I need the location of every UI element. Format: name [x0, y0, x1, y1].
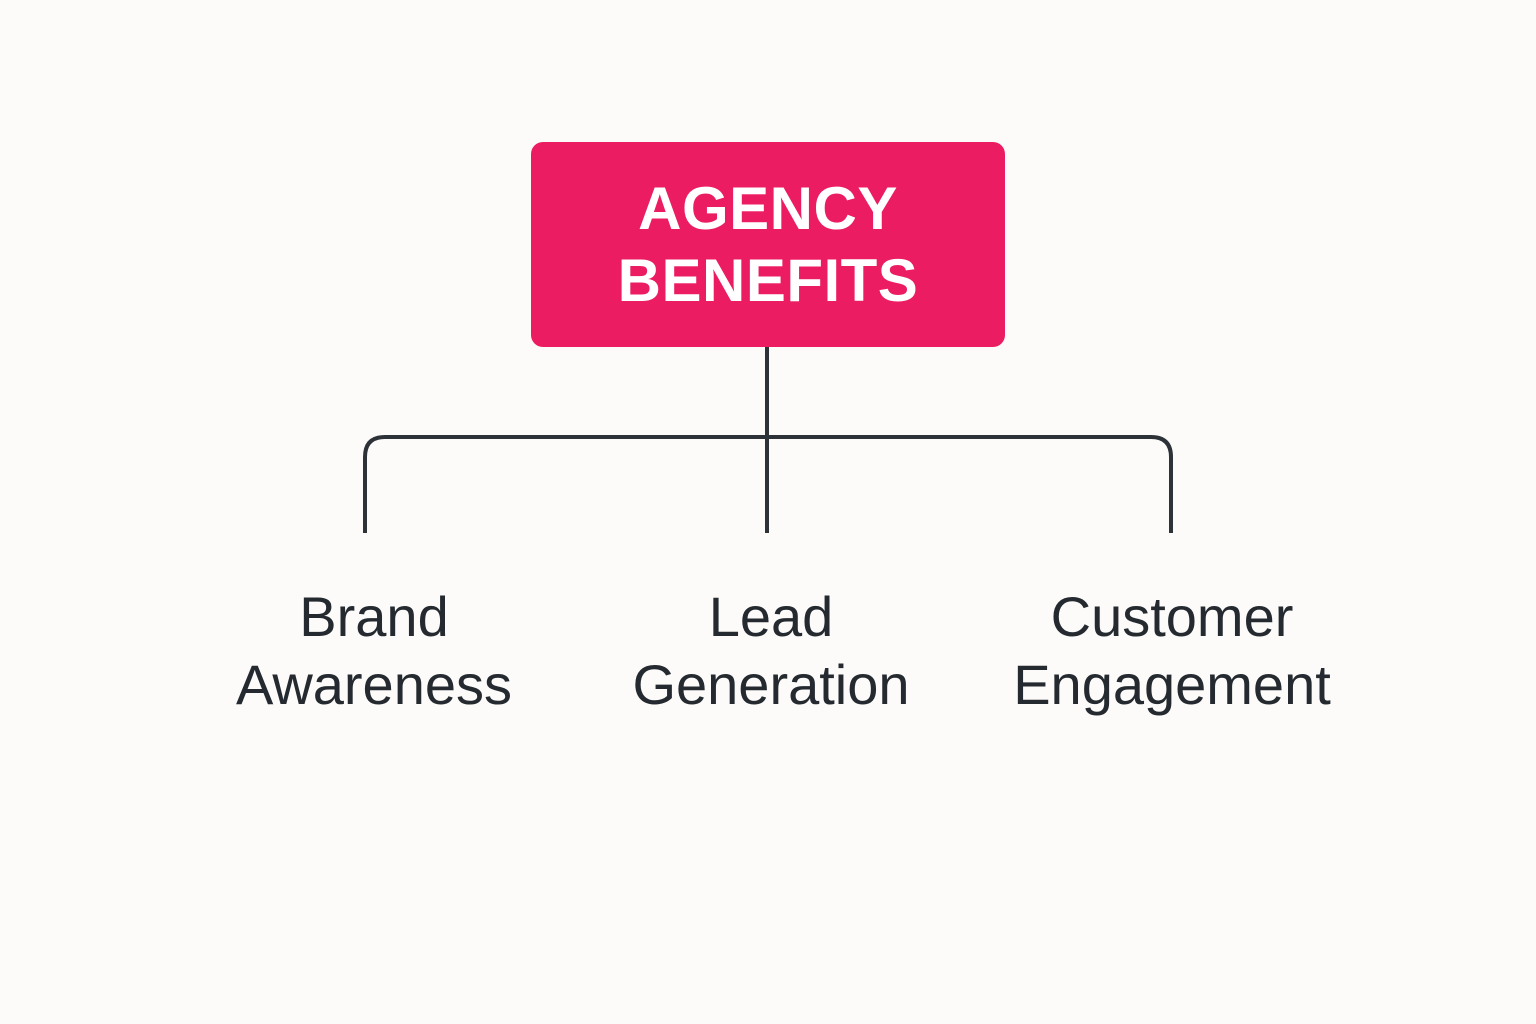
- root-node-agency-benefits: AGENCY BENEFITS: [531, 142, 1005, 347]
- child-1-label-line-1: Brand: [299, 585, 449, 648]
- child-2-label-line-2: Generation: [632, 653, 910, 716]
- child-node-lead-generation: Lead Generation: [561, 583, 981, 719]
- child-node-customer-engagement: Customer Engagement: [962, 583, 1382, 719]
- root-label-line-1: AGENCY: [638, 174, 898, 242]
- connector-horizontal-bar: [363, 435, 1173, 533]
- child-2-label-line-1: Lead: [708, 585, 834, 648]
- child-node-brand-awareness: Brand Awareness: [164, 583, 584, 719]
- root-node-label: AGENCY BENEFITS: [618, 173, 919, 317]
- root-label-line-2: BENEFITS: [617, 246, 919, 314]
- child-3-label-line-2: Engagement: [1013, 653, 1331, 716]
- child-3-label-line-1: Customer: [1050, 585, 1294, 648]
- child-1-label-line-2: Awareness: [235, 653, 512, 716]
